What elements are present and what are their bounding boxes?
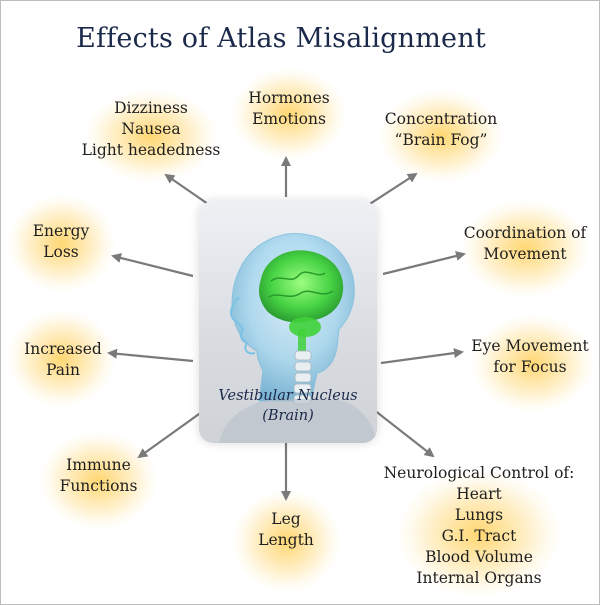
node-dizziness-line: Nausea bbox=[121, 120, 181, 138]
node-eye-line: for Focus bbox=[493, 358, 567, 376]
glow-dizziness bbox=[86, 91, 216, 181]
node-pain-line: Pain bbox=[46, 361, 80, 379]
node-hormones-line: Emotions bbox=[252, 110, 326, 128]
glow-coordination bbox=[463, 201, 588, 296]
glow-eye bbox=[473, 316, 593, 411]
node-neuro-line: Heart bbox=[456, 485, 502, 503]
node-pain-line: Increased bbox=[24, 340, 102, 358]
node-neuro-line: Blood Volume bbox=[425, 548, 533, 566]
arrow-eye bbox=[380, 348, 464, 365]
head-brain-image bbox=[199, 201, 377, 443]
node-dizziness-line: Dizziness bbox=[114, 99, 188, 117]
node-eye-line: Eye Movement bbox=[471, 337, 589, 355]
center-caption-line2: (Brain) bbox=[262, 408, 314, 424]
glow-energy bbox=[9, 196, 114, 291]
node-immune-line: Immune bbox=[66, 456, 131, 474]
center-caption: Vestibular Nucleus (Brain) bbox=[199, 386, 377, 426]
node-immune-line: Functions bbox=[59, 477, 138, 495]
node-coordination-line: Movement bbox=[483, 245, 567, 263]
arrow-energy bbox=[111, 253, 194, 278]
node-leg-line: Leg bbox=[271, 510, 301, 528]
node-eye: Eye Movement for Focus bbox=[461, 336, 599, 378]
node-neuro-line: Lungs bbox=[454, 506, 504, 524]
node-neuro-line: G.I. Tract bbox=[441, 527, 517, 545]
node-neuro: Neurological Control of: Heart Lungs G.I… bbox=[369, 463, 589, 589]
node-coordination-line: Coordination of bbox=[463, 224, 587, 242]
node-dizziness: Dizziness Nausea Light headedness bbox=[51, 98, 251, 161]
node-pain: Increased Pain bbox=[13, 339, 113, 381]
arrow-neuro bbox=[368, 405, 435, 458]
node-dizziness-line: Light headedness bbox=[81, 141, 221, 159]
glow-concentration bbox=[381, 91, 501, 181]
node-energy-line: Energy bbox=[32, 222, 90, 240]
node-neuro-line: Internal Organs bbox=[416, 569, 542, 587]
arrow-immune bbox=[137, 408, 207, 459]
node-energy: Energy Loss bbox=[15, 221, 107, 263]
node-concentration-line: “Brain Fog” bbox=[394, 131, 488, 149]
glow-leg bbox=[234, 491, 339, 591]
glow-immune bbox=[41, 433, 156, 528]
glow-hormones bbox=[233, 69, 345, 159]
node-hormones-line: Hormones bbox=[248, 89, 330, 107]
node-energy-line: Loss bbox=[43, 243, 79, 261]
arrow-pain bbox=[107, 348, 194, 363]
node-concentration: Concentration “Brain Fog” bbox=[371, 109, 511, 151]
head-brain-illustration bbox=[219, 233, 377, 443]
node-hormones: Hormones Emotions bbox=[229, 88, 349, 130]
node-leg-line: Length bbox=[258, 531, 314, 549]
node-concentration-line: Concentration bbox=[384, 110, 498, 128]
node-leg: Leg Length bbox=[236, 509, 336, 551]
glow-neuro bbox=[399, 471, 559, 596]
node-immune: Immune Functions bbox=[41, 455, 156, 497]
arrow-coordination bbox=[382, 251, 466, 276]
center-caption-line1: Vestibular Nucleus bbox=[218, 388, 358, 404]
glow-pain bbox=[9, 311, 114, 406]
node-coordination: Coordination of Movement bbox=[451, 223, 599, 265]
diagram-title: Effects of Atlas Misalignment bbox=[76, 23, 486, 54]
node-neuro-line: Neurological Control of: bbox=[383, 464, 575, 482]
